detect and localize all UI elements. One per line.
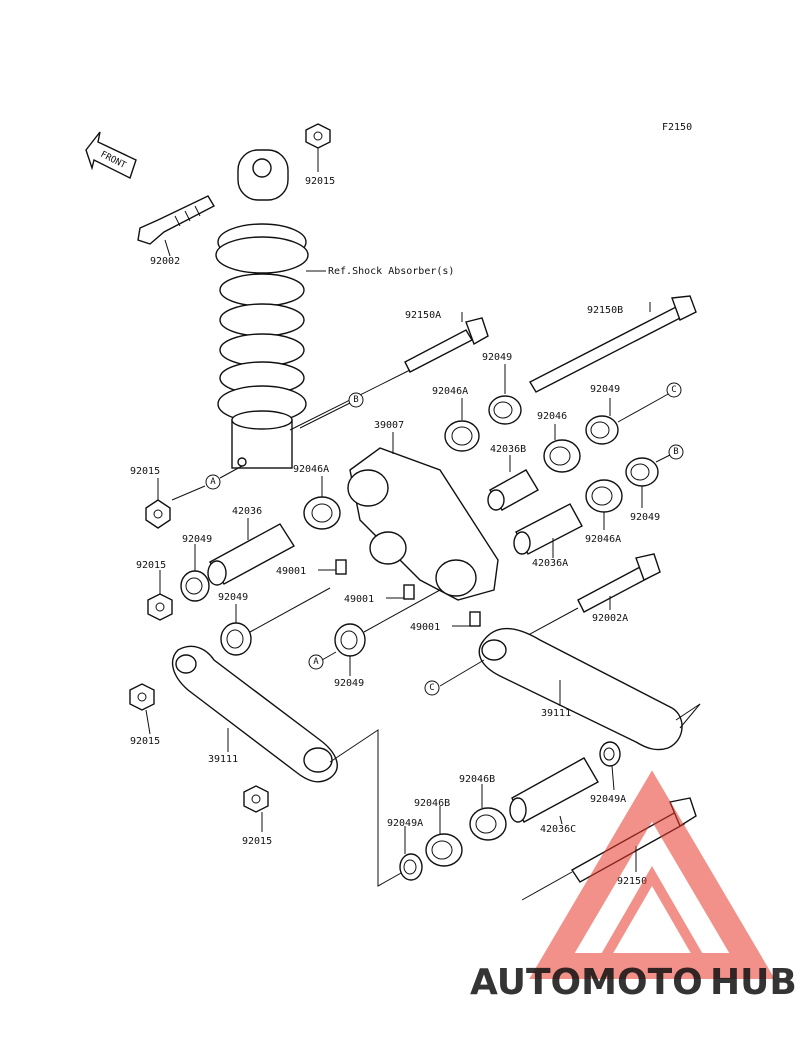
svg-text:C: C (671, 385, 676, 395)
callout: 92049A (590, 794, 626, 805)
washer-92049A-b (399, 853, 423, 881)
callout: 92046 (537, 411, 567, 422)
svg-text:B: B (673, 447, 678, 457)
washer-92049-a (488, 395, 522, 425)
callout: 92049 (590, 384, 620, 395)
svg-text:A: A (210, 477, 216, 487)
figure-code: F2150 (662, 122, 692, 133)
nut-92015-top (305, 123, 331, 149)
washer-92049-f (334, 623, 366, 657)
callout: 92049 (630, 512, 660, 523)
washer-92049A (599, 741, 621, 767)
rocker-arm-39007 (347, 447, 499, 601)
callout: 42036C (540, 824, 576, 835)
ref-marker (424, 680, 440, 696)
callout: 92015 (130, 466, 160, 477)
callout: 92150 (617, 876, 647, 887)
ref-marker (668, 444, 684, 460)
callout: 92015 (242, 836, 272, 847)
callout: 49001 (344, 594, 374, 605)
sleeve-42036B (487, 469, 539, 511)
callout: 92049A (387, 818, 423, 829)
ref-marker (666, 382, 682, 398)
ref-marker (308, 654, 324, 670)
callout: 92049 (334, 678, 364, 689)
bolt-92002A (577, 553, 661, 613)
callout: 92046B (459, 774, 495, 785)
callout: 92049 (218, 592, 248, 603)
sleeve-42036C (509, 757, 599, 823)
nut-92015-left (147, 593, 173, 621)
callout: 42036A (532, 558, 568, 569)
svg-text:A: A (313, 657, 319, 667)
callout: 39111 (541, 708, 571, 719)
front-arrow-icon: FRONT (85, 131, 137, 179)
callout: 92046A (585, 534, 621, 545)
svg-text:AUTOMOTO: AUTOMOTO (470, 962, 703, 1003)
bolt-92150A (404, 317, 489, 373)
callout: 92015 (136, 560, 166, 571)
watermark-text: AUTOMOTO HUB (470, 962, 797, 1003)
washer-92049-b (585, 415, 619, 445)
callout: 49001 (410, 622, 440, 633)
callout: 92046A (293, 464, 329, 475)
ref-marker (205, 474, 221, 490)
callout: 39111 (208, 754, 238, 765)
bearing-92046B-a (469, 807, 507, 841)
svg-text:HUB: HUB (710, 962, 797, 1003)
svg-text:C: C (429, 683, 434, 693)
callout: 92046A (432, 386, 468, 397)
grease-fitting-49001-c (469, 611, 481, 627)
callout: 92049 (182, 534, 212, 545)
bolt-92002 (137, 195, 215, 245)
watermark-logo (529, 770, 775, 979)
bearing-92046 (543, 439, 581, 473)
bearing-92046A-b (303, 496, 341, 530)
washer-92049-e (220, 622, 252, 656)
callout: 42036B (490, 444, 526, 455)
nut-92015-bottom (243, 785, 269, 813)
shock-absorber (215, 149, 309, 469)
tie-rod-39111-right (478, 627, 683, 751)
callout: 39007 (374, 420, 404, 431)
grease-fitting-49001-a (335, 559, 347, 575)
grease-fitting-49001-b (403, 584, 415, 600)
tie-rod-39111-left (171, 645, 338, 783)
washer-92049-c (625, 457, 659, 487)
callout: 92002 (150, 256, 180, 267)
svg-text:B: B (353, 395, 358, 405)
sleeve-42036 (207, 523, 295, 586)
bearing-92046A-c (585, 479, 623, 513)
callout: 92046B (414, 798, 450, 809)
bolt-92150B (529, 295, 697, 393)
callout: 92015 (305, 176, 335, 187)
ref-note: Ref.Shock Absorber(s) (328, 266, 454, 277)
callout: 92049 (482, 352, 512, 363)
washer-92049-d (180, 570, 210, 602)
bearing-92046A-a (444, 420, 480, 452)
callout: 92150A (405, 310, 441, 321)
nut-92015-mid (145, 499, 171, 529)
callout: 49001 (276, 566, 306, 577)
ref-marker (348, 392, 364, 408)
bearing-92046B-b (425, 833, 463, 867)
callout: 92150B (587, 305, 623, 316)
callout: 92015 (130, 736, 160, 747)
nut-92015-low (129, 683, 155, 711)
sleeve-42036A (513, 503, 583, 555)
callout: 42036 (232, 506, 262, 517)
callout: 92002A (592, 613, 628, 624)
